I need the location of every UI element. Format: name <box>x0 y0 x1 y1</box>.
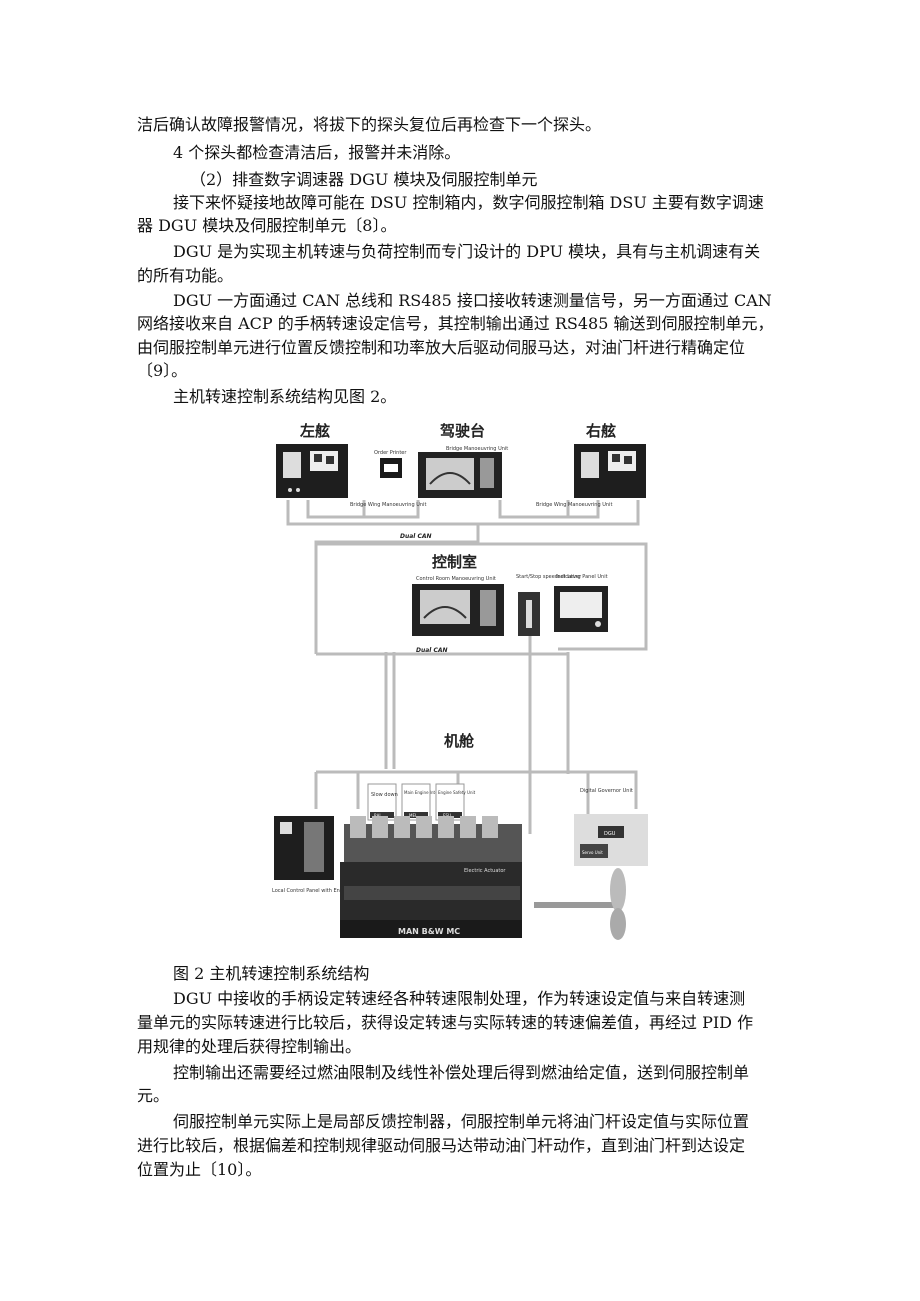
svg-text:ESU: ESU <box>443 813 451 818</box>
paragraph-line: 由伺服控制单元进行位置反馈控制和功率放大后驱动伺服马达，对油门杆进行精确定位 <box>137 338 746 357</box>
paragraph-line: 元。 <box>137 1086 170 1105</box>
paragraph-line: DGU 中接收的手柄设定转速经各种转速限制处理，作为转速设定值与来自转速测 <box>173 989 746 1008</box>
svg-text:Digital Governor Unit: Digital Governor Unit <box>580 788 633 794</box>
paragraph-line: 量单元的实际转速进行比较后，获得设定转速与实际转速的转速偏差值，再经过 PID … <box>137 1013 754 1032</box>
paragraph-line: DGU 是为实现主机转速与负荷控制而专门设计的 DPU 模块，具有与主机调速有关 <box>173 242 761 261</box>
control-room-manoeuvring-unit: Control Room Manoeuvring Unit <box>412 576 504 636</box>
svg-text:MAN B&W MC: MAN B&W MC <box>398 927 460 936</box>
svg-text:Order Printer: Order Printer <box>374 450 407 456</box>
bridge-manoeuvring-unit: Bridge Manoeuvring Unit <box>418 446 508 498</box>
svg-text:Main Engine Interface: Main Engine Interface <box>404 790 448 795</box>
paragraph-line: 位置为止〔10〕。 <box>137 1160 262 1179</box>
svg-text:Servo Unit: Servo Unit <box>582 850 603 855</box>
paragraph-line: 控制输出还需要经过燃油限制及线性补偿处理后得到燃油给定值，送到伺服控制单 <box>173 1063 750 1082</box>
wing-unit-left-label: Bridge Wing Manoeuvring Unit <box>350 502 426 508</box>
paragraph-line: DGU 一方面通过 CAN 总线和 RS485 接口接收转速测量信号，另一方面通… <box>173 291 772 310</box>
paragraph-line: 主机转速控制系统结构见图 2。 <box>173 387 397 406</box>
digital-governor-area: Digital Governor Unit DGU Servo Unit <box>574 788 648 866</box>
svg-text:Control Room Manoeuvring Unit: Control Room Manoeuvring Unit <box>416 576 496 582</box>
figure-caption: 图 2 主机转速控制系统结构 <box>173 964 370 983</box>
paragraph-line: 进行比较后，根据偏差和控制规律驱动伺服马达带动油门杆动作，直到油门杆到达设定 <box>137 1136 746 1155</box>
svg-text:Local Control Panel with Engin: Local Control Panel with Engine Telegrap… <box>272 888 377 894</box>
svg-text:Start/Stop speedset Lever: Start/Stop speedset Lever <box>516 574 582 580</box>
svg-text:DGU: DGU <box>604 831 616 837</box>
engine-safety-unit-box: Engine Safety Unit ESU <box>435 783 476 821</box>
order-printer: Order Printer <box>374 450 407 478</box>
indicating-panel-unit: Indicating Panel Unit <box>554 574 608 632</box>
svg-text:RAL: RAL <box>374 813 382 818</box>
control-room-label: 控制室 <box>432 553 477 571</box>
paragraph-line: 伺服控制单元实际上是局部反馈控制器，伺服控制单元将油门杆设定值与实际位置 <box>173 1112 750 1131</box>
svg-text:Electric Actuator: Electric Actuator <box>464 868 506 874</box>
paragraph-line: 〔9〕。 <box>137 361 188 380</box>
svg-text:Bridge Manoeuvring Unit: Bridge Manoeuvring Unit <box>446 446 508 452</box>
svg-text:Slow down: Slow down <box>371 792 398 798</box>
section-heading: （2）排查数字调速器 DGU 模块及伺服控制单元 <box>190 170 538 189</box>
paragraph-line: 网络接收来自 ACP 的手柄转速设定信号，其控制输出通过 RS485 输送到伺服… <box>137 314 774 333</box>
paragraph-line: 洁后确认故障报警情况，将拔下的探头复位后再检查下一个探头。 <box>137 115 602 134</box>
svg-text:MEI: MEI <box>409 813 416 818</box>
engine-room-label: 机舱 <box>444 732 475 750</box>
bridge-label: 驾驶台 <box>440 422 485 440</box>
wing-unit-right-label: Bridge Wing Manoeuvring Unit <box>536 502 612 508</box>
paragraph-line: 4 个探头都检查清洁后，报警并未消除。 <box>173 143 461 162</box>
propeller <box>534 868 626 940</box>
starboard-label: 右舷 <box>586 422 616 440</box>
paragraph-line: 用规律的处理后获得控制输出。 <box>137 1037 362 1056</box>
port-label: 左舷 <box>299 422 330 440</box>
slow-down-box: Slow down RAL <box>367 783 398 821</box>
paragraph-line: 的所有功能。 <box>137 266 234 285</box>
starboard-wing-panel <box>574 444 646 498</box>
main-engine: Electric Actuator MAN B&W MC <box>340 816 522 938</box>
local-control-panel: Local Control Panel with Engine Telegrap… <box>272 816 377 894</box>
dual-can-label: Dual CAN <box>400 533 432 540</box>
paragraph-line: 器 DGU 模块及伺服控制单元〔8〕。 <box>137 216 397 235</box>
system-structure-figure: 左舷 驾驶台 右舷 Order Printer Bridge Manoeuvri… <box>268 414 658 954</box>
start-stop-lever: Start/Stop speedset Lever <box>516 574 582 636</box>
port-wing-panel <box>276 444 348 498</box>
dual-can-label: Dual CAN <box>416 647 448 654</box>
svg-text:Engine Safety Unit: Engine Safety Unit <box>438 790 476 795</box>
paragraph-line: 接下来怀疑接地故障可能在 DSU 控制箱内，数字伺服控制箱 DSU 主要有数字调… <box>173 193 764 212</box>
main-engine-interface-box: Main Engine Interface MEI <box>401 783 448 821</box>
svg-text:Indicating Panel Unit: Indicating Panel Unit <box>556 574 608 580</box>
